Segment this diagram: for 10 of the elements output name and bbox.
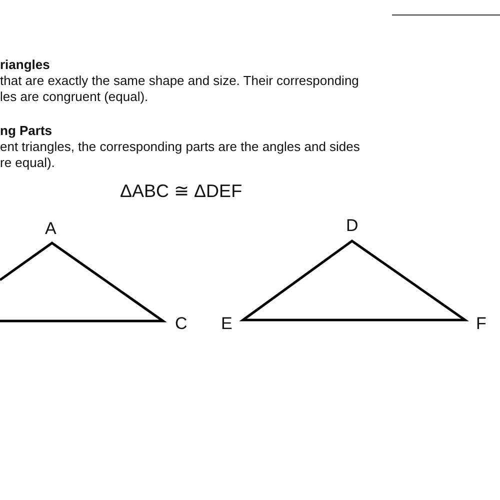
congruence-statement: ΔABC ≅ ΔDEF — [120, 181, 242, 202]
vertex-label: C — [175, 314, 188, 334]
vertex-label: E — [221, 314, 232, 334]
section-heading: riangles — [0, 57, 50, 73]
vertex-label: F — [476, 314, 486, 334]
vertex-label: D — [346, 216, 358, 236]
definition-text: ent triangles, the corresponding parts are the angles and sides re equal). — [0, 139, 361, 171]
definition-text: that are exactly the same shape and size. Their corresponding les are congruent (equal). — [0, 73, 360, 105]
section-heading: ng Parts — [0, 123, 52, 139]
vertex-label: A — [45, 219, 56, 239]
